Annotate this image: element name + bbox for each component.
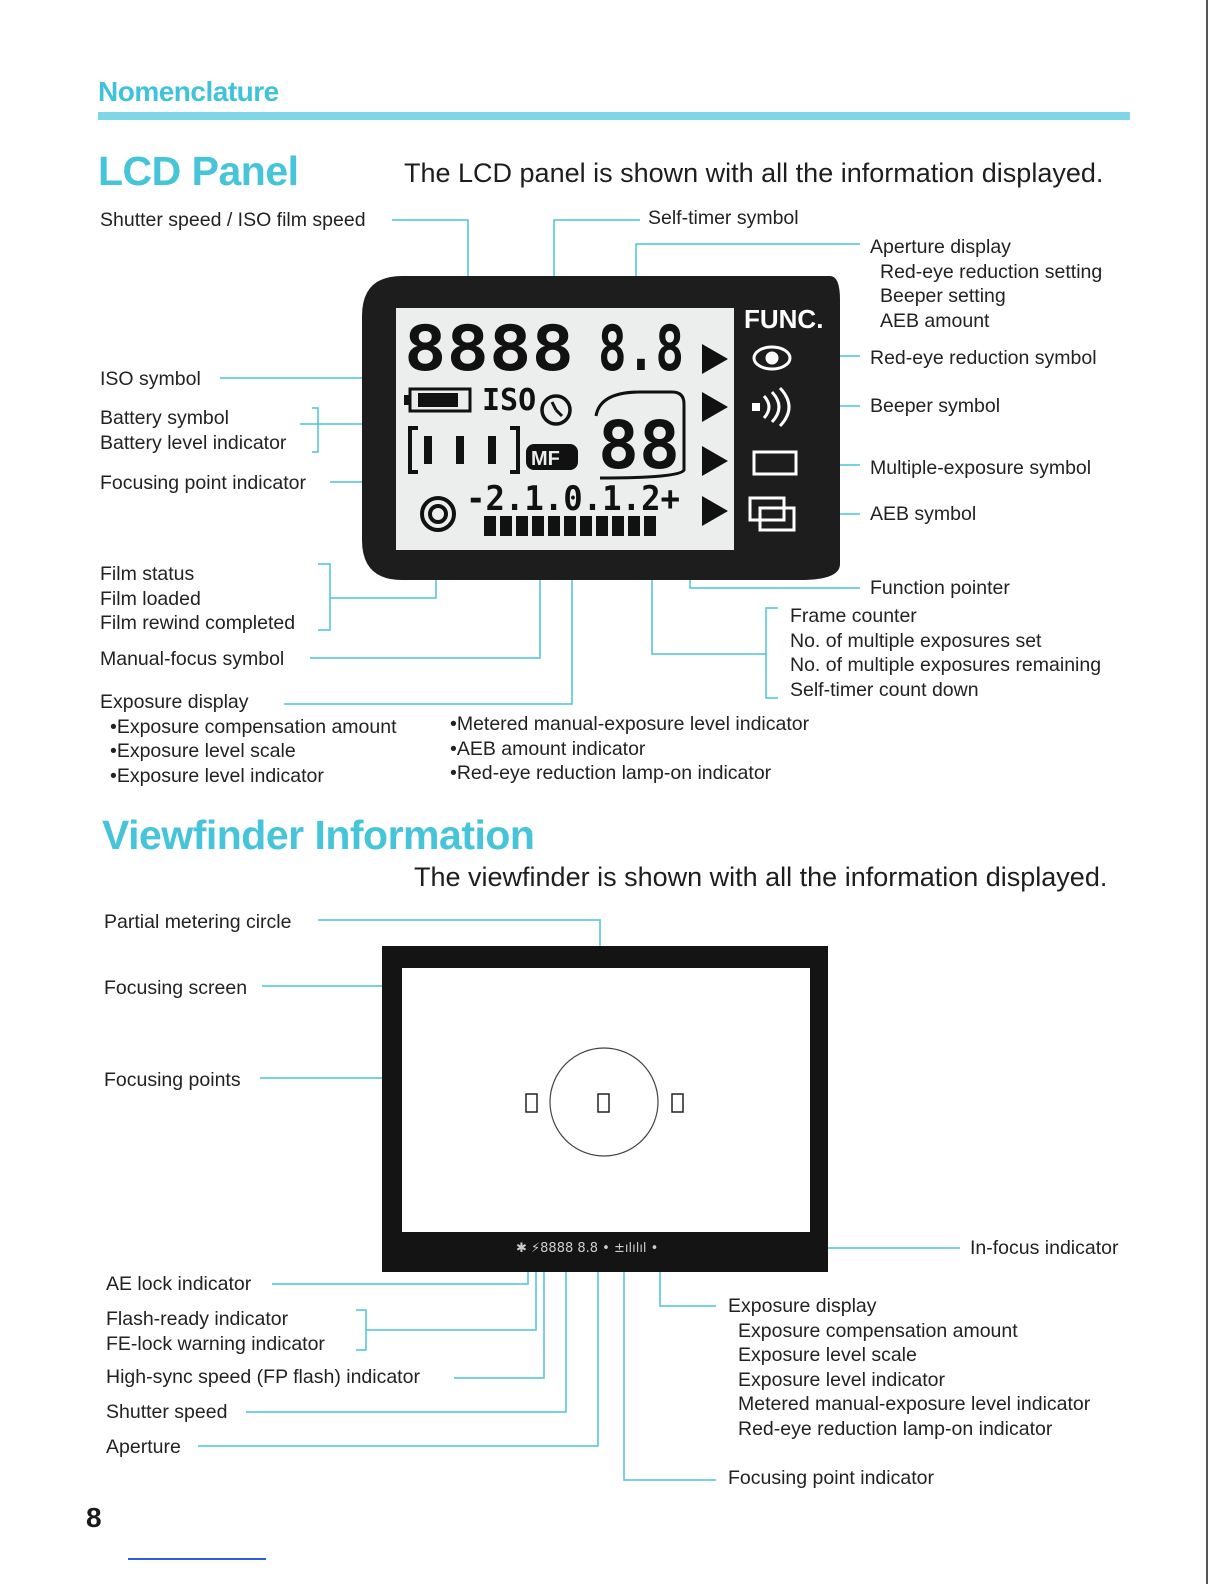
label-focusing-point: Focusing point indicator [100, 472, 306, 494]
page-number: 8 [86, 1502, 102, 1533]
label-exposure-right: Metered manual-exposure level indicator … [450, 712, 809, 786]
label-redeye-symbol: Red-eye reduction symbol [870, 347, 1097, 369]
viewfinder-intro: The viewfinder is shown with all the inf… [414, 862, 1108, 892]
label-frame-counter-group: Frame counter No. of multiple exposures … [790, 605, 1102, 701]
bottom-rule [128, 1558, 266, 1560]
label-ae-lock: AE lock indicator [106, 1273, 252, 1295]
viewfinder-info-strip: ✱ ⚡8888 8.8 • ±ılılıl • [516, 1241, 659, 1256]
label-exposure-display: Exposure display Exposure compensation a… [100, 690, 397, 788]
lcd-exposure-scale: -2.1.0.1.2+ [466, 479, 680, 519]
label-high-sync: High-sync speed (FP flash) indicator [106, 1366, 420, 1388]
section-label: Nomenclature [98, 76, 279, 107]
viewfinder-title: Viewfinder Information [102, 812, 535, 858]
lcd-intro: The LCD panel is shown with all the info… [404, 158, 1104, 188]
lcd-aperture-digits: 8.8 [598, 312, 684, 385]
label-focusing-point-indicator: Focusing point indicator [728, 1467, 934, 1489]
label-shutter-speed: Shutter speed / ISO film speed [100, 209, 366, 231]
label-function-pointer: Function pointer [870, 577, 1010, 599]
label-self-timer: Self-timer symbol [648, 207, 799, 229]
label-battery-group: Battery symbol Battery level indicator [100, 407, 287, 454]
viewfinder-frame [382, 946, 828, 1272]
label-aperture-group: Aperture display Red-eye reduction setti… [870, 236, 1103, 332]
label-in-focus: In-focus indicator [970, 1237, 1119, 1259]
label-beeper-symbol: Beeper symbol [870, 395, 1001, 417]
header-rule [98, 112, 1130, 120]
label-flash-group: Flash-ready indicator FE-lock warning in… [106, 1308, 325, 1355]
label-multiple-exposure: Multiple-exposure symbol [870, 457, 1092, 479]
lcd-func-text: FUNC. [744, 304, 823, 334]
label-vf-aperture: Aperture [106, 1436, 181, 1458]
label-aeb-symbol: AEB symbol [870, 503, 977, 525]
lcd-frame-digits: 88 [598, 407, 680, 484]
label-film-group: Film status Film loaded Film rewind comp… [100, 563, 296, 634]
lcd-mf-text: MF [531, 448, 560, 470]
page-edge [1206, 0, 1208, 1584]
label-focusing-points: Focusing points [104, 1069, 241, 1091]
label-partial-metering: Partial metering circle [104, 911, 292, 933]
label-manual-focus: Manual-focus symbol [100, 648, 285, 670]
lcd-iso-text: ISO [482, 383, 536, 418]
label-vf-shutter-speed: Shutter speed [106, 1401, 228, 1423]
lcd-shutter-digits: 8888 [404, 312, 574, 385]
lcd-title: LCD Panel [98, 148, 299, 194]
label-vf-exposure-group: Exposure display Exposure compensation a… [728, 1295, 1091, 1440]
lcd-panel [362, 276, 840, 580]
label-focusing-screen: Focusing screen [104, 977, 248, 999]
label-iso-symbol: ISO symbol [100, 368, 201, 390]
